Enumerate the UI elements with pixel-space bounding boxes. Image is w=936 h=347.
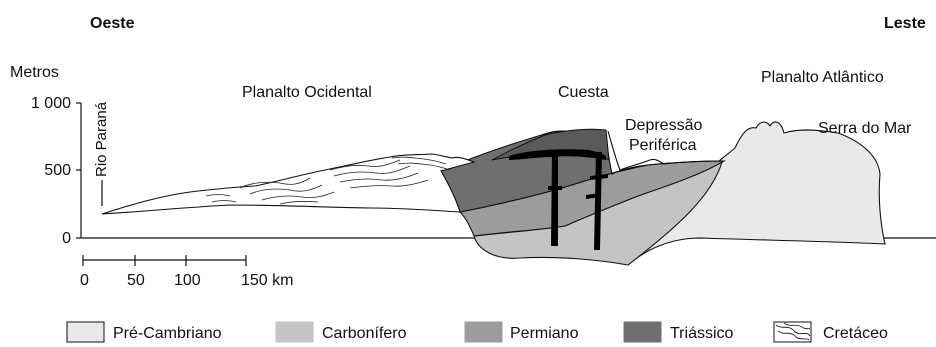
legend-label-cretaceous: Cretáceo <box>823 325 888 342</box>
legend-label-permian: Permiano <box>510 325 579 342</box>
scale-tick-100: 100 <box>174 272 201 289</box>
y-tick-500: 500 <box>44 162 71 179</box>
legend-swatch-precambrian <box>67 322 104 342</box>
label-depressao-1: Depressão <box>625 117 702 134</box>
scale-tick-0: 0 <box>80 272 89 289</box>
legend-swatch-cretaceous <box>774 322 811 342</box>
river-label: Rio Paraná <box>93 101 110 177</box>
y-axis <box>76 103 81 238</box>
scale-tick-50: 50 <box>127 272 145 289</box>
legend: Pré-Cambriano Carbonífero Permiano Triás… <box>67 322 888 342</box>
label-cuesta: Cuesta <box>558 84 609 101</box>
legend-label-carboniferous: Carbonífero <box>322 325 407 342</box>
legend-swatch-permian <box>465 322 502 342</box>
scale-tick-150: 150 km <box>241 272 293 289</box>
y-tick-0: 0 <box>62 230 71 247</box>
label-depressao-2: Periférica <box>629 137 697 154</box>
y-axis-title: Metros <box>10 64 59 81</box>
label-planalto-atlantico: Planalto Atlântico <box>761 69 884 86</box>
legend-swatch-carboniferous <box>276 322 313 342</box>
west-label: Oeste <box>90 15 135 32</box>
y-tick-1000: 1 000 <box>31 95 71 112</box>
legend-swatch-triassic <box>624 322 661 342</box>
legend-label-precambrian: Pré-Cambriano <box>113 325 222 342</box>
label-serra-do-mar: Serra do Mar <box>818 120 912 137</box>
label-planalto-ocidental: Planalto Ocidental <box>242 84 372 101</box>
east-label: Leste <box>884 15 926 32</box>
scale-bar <box>83 255 246 266</box>
legend-label-triassic: Triássico <box>670 325 734 342</box>
